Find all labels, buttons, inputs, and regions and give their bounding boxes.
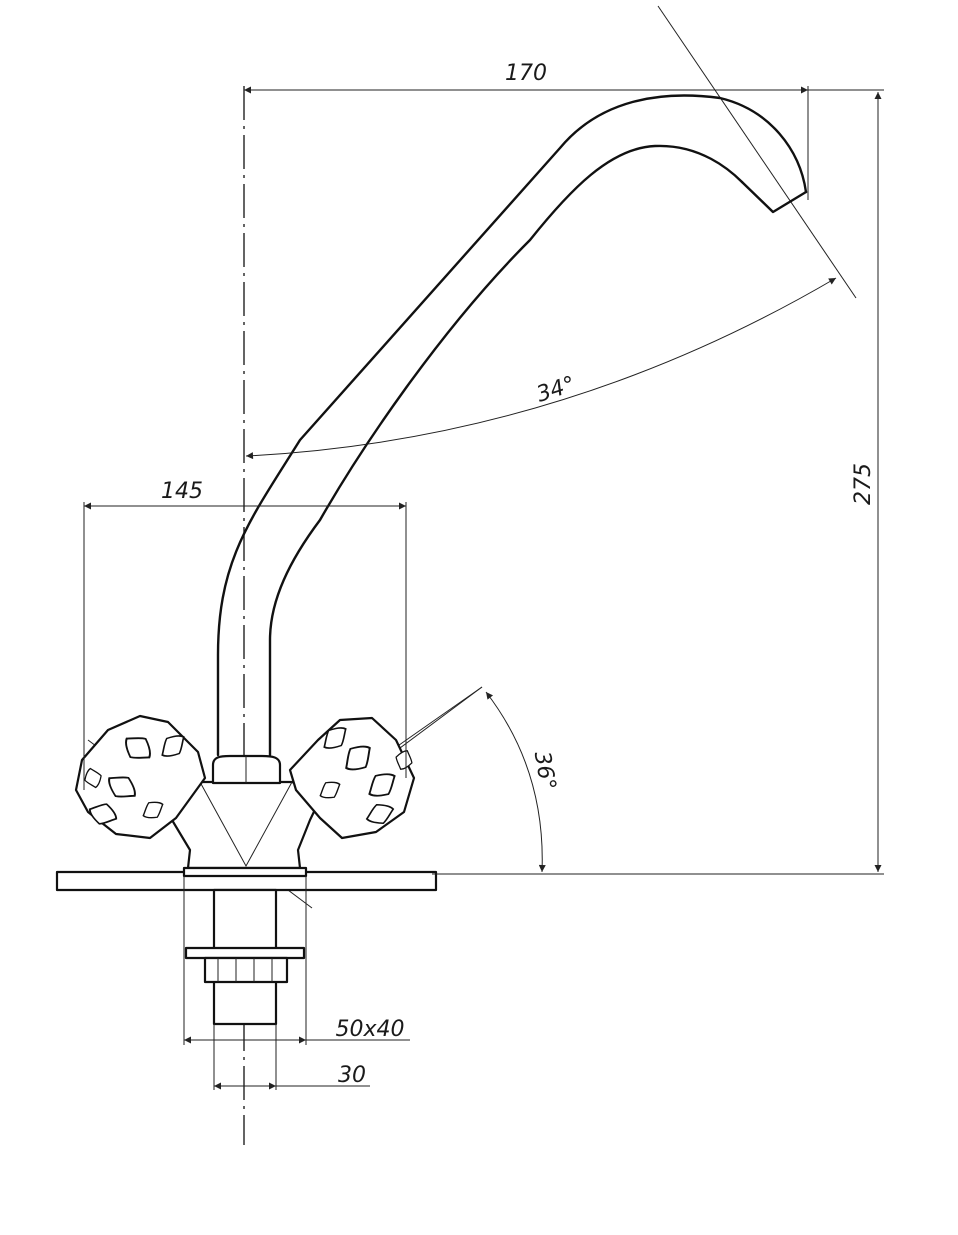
lock-nut [203, 956, 289, 984]
clamp-washer [184, 946, 306, 960]
dimension-spout-reach: 170 [244, 61, 809, 200]
base-gasket [182, 866, 308, 878]
mounting-assembly [55, 866, 438, 1090]
dimension-label-275: 275 [851, 463, 876, 505]
dimension-total-height: 275 [432, 89, 884, 875]
dimension-shank-diameter: 30 [214, 1063, 370, 1090]
spout-outer-edge [216, 94, 808, 757]
dimension-label-36-degrees: 36° [529, 749, 560, 792]
dimension-mount-plate: 50x40 [184, 1017, 410, 1044]
left-handle [74, 714, 207, 840]
spout-axis-line [657, 5, 857, 299]
dimension-spout-angle: 34° [245, 277, 837, 460]
dimension-label-145: 145 [161, 479, 203, 504]
right-handle [288, 716, 416, 840]
dimension-label-34-degrees: 34° [534, 372, 579, 408]
spout [216, 94, 808, 757]
dimension-label-50x40: 50x40 [335, 1017, 404, 1042]
center-lines [243, 5, 857, 1145]
spout-tip [740, 180, 808, 214]
spout-inner-edge [268, 144, 744, 757]
dimension-handle-span: 145 [83, 479, 407, 790]
dimension-handle-angle: 36° [485, 691, 560, 873]
dimension-label-30: 30 [338, 1063, 366, 1088]
dimension-label-170: 170 [505, 61, 547, 86]
